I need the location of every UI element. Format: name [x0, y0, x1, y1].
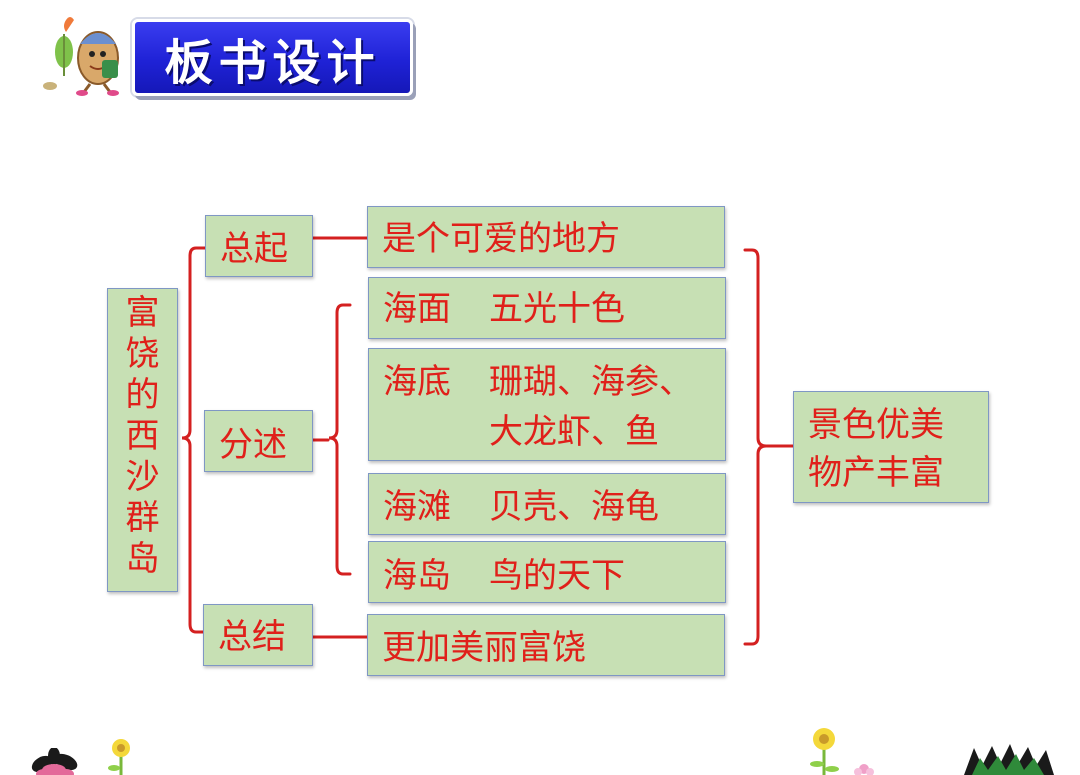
sunflower-icon — [810, 728, 839, 775]
title-badge: 板书设计 — [132, 19, 413, 96]
detail-item-beach: 海滩 贝壳、海龟 — [368, 473, 726, 535]
root-box: 富 饶 的 西 沙 群 岛 — [107, 288, 178, 592]
conclusion-brace — [743, 248, 767, 646]
grass-icon — [964, 744, 1054, 775]
details-brace — [328, 303, 352, 576]
detail-item-sea-surface: 海面 五光十色 — [368, 277, 726, 339]
walking-egg-mascot-icon — [43, 17, 119, 96]
summary-item: 更加美丽富饶 — [367, 614, 725, 676]
detail-item-island: 海岛 鸟的天下 — [368, 541, 726, 603]
sunflower-icon — [108, 739, 130, 775]
root-label: 富 饶 的 西 沙 群 岛 — [125, 293, 160, 579]
conclusion-box: 景色优美 物产丰富 — [793, 391, 989, 503]
root-brace — [181, 246, 207, 634]
flower-icon — [31, 748, 78, 775]
branch-summary: 总结 — [203, 604, 313, 666]
branch-details: 分述 — [204, 410, 313, 472]
flower-icon — [854, 764, 874, 775]
branch-intro: 总起 — [205, 215, 313, 277]
page-title: 板书设计 — [164, 34, 381, 91]
intro-item: 是个可爱的地方 — [367, 206, 725, 268]
detail-item-sea-floor: 海底 珊瑚、海参、 大龙虾、鱼 — [368, 348, 726, 461]
